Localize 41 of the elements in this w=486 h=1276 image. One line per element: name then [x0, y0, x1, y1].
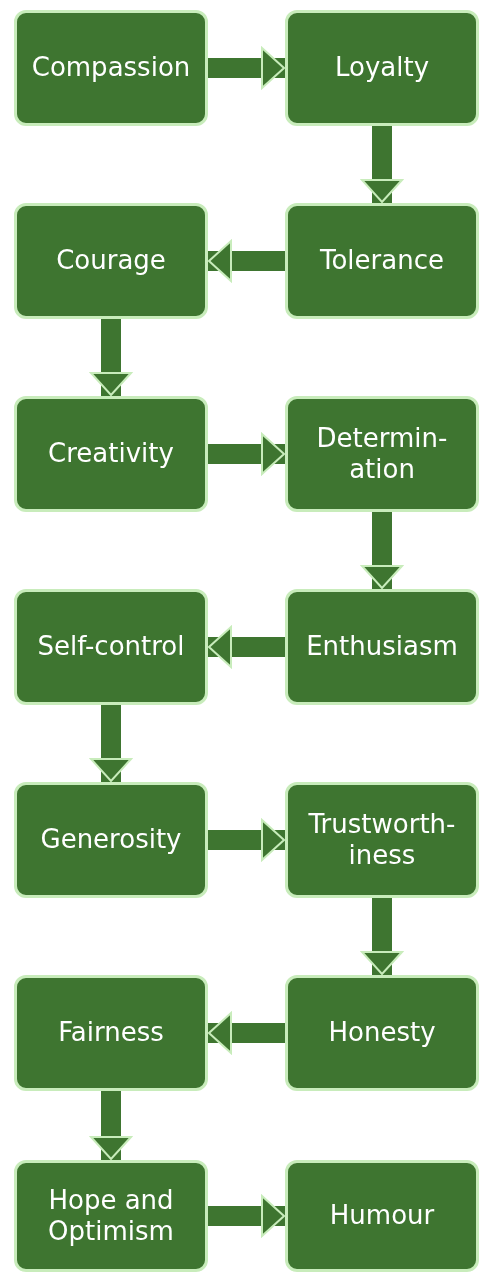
block-arrow: [90, 705, 132, 782]
block-arrow: [361, 898, 403, 975]
block-arrow: [208, 240, 285, 282]
process-box: [14, 782, 208, 898]
box-label: Hope and Optimism: [47, 1184, 175, 1248]
process-box: [14, 10, 208, 126]
block-arrow: [208, 626, 285, 668]
process-box: [14, 975, 208, 1091]
box-label: Determin- ation: [315, 422, 449, 486]
block-arrow: [90, 319, 132, 396]
box-label: Creativity: [48, 438, 174, 470]
box-label: Courage: [56, 245, 166, 277]
process-box: [14, 1160, 208, 1272]
box-label: Tolerance: [320, 245, 444, 277]
process-box: [285, 396, 479, 512]
block-arrow: [361, 512, 403, 589]
box-label: Generosity: [40, 824, 182, 856]
box-label: Humour: [329, 1200, 435, 1232]
box-label: Honesty: [328, 1017, 436, 1049]
block-arrow: [208, 819, 285, 861]
process-box: [14, 203, 208, 319]
process-box: [285, 782, 479, 898]
process-box: [285, 10, 479, 126]
process-box: [285, 975, 479, 1091]
process-box: [14, 589, 208, 705]
box-label: Enthusiasm: [306, 631, 458, 663]
block-arrow: [90, 1091, 132, 1160]
box-label: Self-control: [37, 631, 185, 663]
block-arrow: [208, 433, 285, 475]
process-box: [285, 203, 479, 319]
box-label: Compassion: [31, 52, 191, 84]
block-arrow: [208, 1195, 285, 1237]
box-label: Trustworth- iness: [307, 808, 457, 872]
block-arrow: [208, 1012, 285, 1054]
block-arrow: [361, 126, 403, 203]
box-label: Loyalty: [334, 52, 430, 84]
box-label: Fairness: [58, 1017, 164, 1049]
block-arrow: [208, 47, 285, 89]
process-box: [14, 396, 208, 512]
process-box: [285, 1160, 479, 1272]
process-box: [285, 589, 479, 705]
